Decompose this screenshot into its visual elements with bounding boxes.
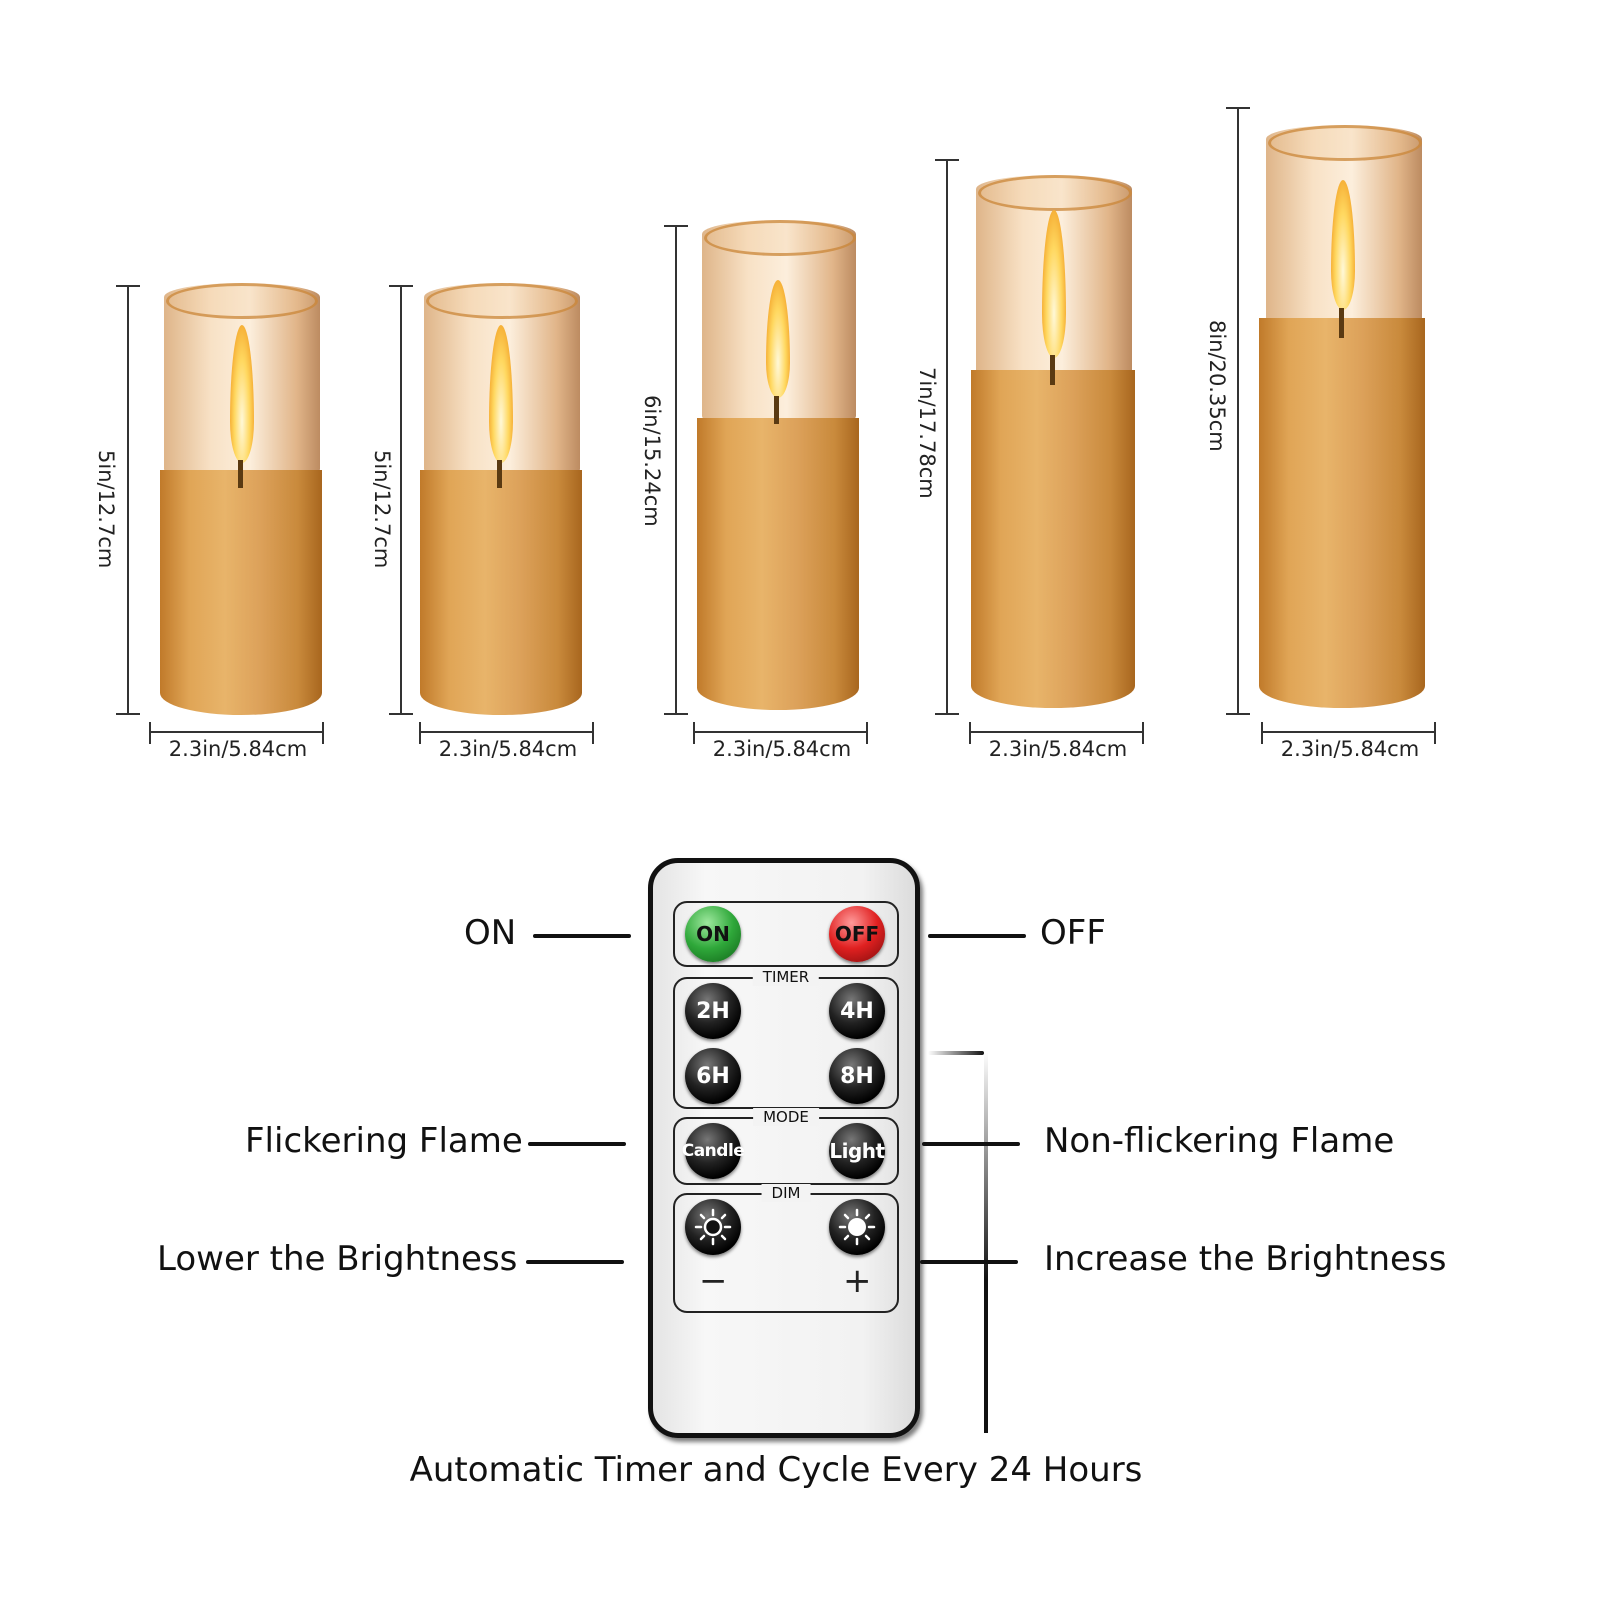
callout-line-on [533, 934, 631, 938]
callout-line-timer [928, 1051, 984, 1055]
height-label: 6in/15.24cm [640, 395, 664, 527]
timer-bracket-line [984, 1051, 988, 1433]
height-dimension-line [1237, 108, 1239, 714]
dimension-tick [322, 722, 324, 744]
sun-dim-icon [694, 1208, 732, 1246]
glass-rim [978, 175, 1132, 211]
power-panel: ON OFF [673, 901, 899, 967]
callout-off: OFF [1040, 913, 1106, 953]
glass-rim [1268, 125, 1422, 161]
timer-panel: TIMER 2H 4H 6H 8H [673, 968, 899, 1109]
glass-rim [166, 283, 318, 319]
width-dimension-line [420, 731, 594, 733]
dim-title: DIM [761, 1184, 811, 1202]
dimension-tick [935, 713, 959, 715]
dimension-tick [1434, 722, 1436, 744]
height-dimension-line [127, 286, 129, 714]
width-label: 2.3in/5.84cm [988, 737, 1128, 761]
dimension-tick [664, 713, 688, 715]
wick [1050, 355, 1055, 385]
dim-down-button[interactable] [685, 1199, 741, 1255]
sun-bright-icon [838, 1208, 876, 1246]
callout-line-non-flickering [922, 1142, 1020, 1146]
dim-up-button[interactable] [829, 1199, 885, 1255]
on-button[interactable]: ON [685, 906, 741, 962]
wax-body [420, 470, 582, 715]
candle-mode-button[interactable]: Candle [682, 1123, 745, 1179]
width-label: 2.3in/5.84cm [168, 737, 308, 761]
dimension-tick [1142, 722, 1144, 744]
width-label: 2.3in/5.84cm [712, 737, 852, 761]
height-dimension-line [400, 286, 402, 714]
wick [1339, 308, 1344, 338]
dimension-tick [592, 722, 594, 744]
off-button[interactable]: OFF [829, 906, 885, 962]
height-dimension-line [946, 160, 948, 714]
mode-panel: MODE Candle Light [673, 1108, 899, 1185]
callout-line-lower [526, 1260, 624, 1264]
dimension-tick [664, 225, 688, 227]
wax-body [160, 470, 322, 715]
dimension-tick [693, 722, 695, 744]
timer-title: TIMER [752, 968, 820, 986]
width-dimension-line [970, 731, 1144, 733]
wax-body [1259, 318, 1425, 708]
callout-line-increase [920, 1260, 1018, 1264]
height-label: 5in/12.7cm [94, 450, 118, 569]
dimension-tick [149, 722, 151, 744]
dim-panel: DIM − [673, 1184, 899, 1313]
dimension-tick [116, 285, 140, 287]
dimension-tick [419, 722, 421, 744]
width-label: 2.3in/5.84cm [1280, 737, 1420, 761]
wick [497, 460, 502, 488]
callout-flickering: Flickering Flame [245, 1121, 523, 1161]
dimension-tick [1261, 722, 1263, 744]
mode-title: MODE [753, 1108, 819, 1126]
wax-body [971, 370, 1135, 708]
dimension-tick [116, 713, 140, 715]
glass-rim [426, 283, 578, 319]
dimension-tick [389, 713, 413, 715]
dimension-tick [969, 722, 971, 744]
timer-8h-button[interactable]: 8H [829, 1048, 885, 1104]
height-label: 8in/20.35cm [1205, 320, 1229, 452]
wick [774, 396, 779, 424]
dimension-tick [935, 159, 959, 161]
width-label: 2.3in/5.84cm [438, 737, 578, 761]
wax-body [697, 418, 859, 710]
width-dimension-line [1262, 731, 1436, 733]
callout-lower-brightness: Lower the Brightness [157, 1239, 518, 1279]
callout-increase-brightness: Increase the Brightness [1044, 1239, 1447, 1279]
timer-4h-button[interactable]: 4H [829, 983, 885, 1039]
plus-sign: + [843, 1261, 872, 1301]
wick [238, 460, 243, 488]
dimension-tick [1226, 713, 1250, 715]
timer-2h-button[interactable]: 2H [685, 983, 741, 1039]
callout-non-flickering: Non-flickering Flame [1044, 1121, 1395, 1161]
callout-on: ON [464, 913, 517, 953]
remote-control: ON OFF TIMER 2H 4H 6H 8H MODE Candle Lig… [648, 858, 920, 1438]
minus-sign: − [699, 1261, 728, 1301]
dimension-tick [389, 285, 413, 287]
width-dimension-line [694, 731, 868, 733]
height-label: 5in/12.7cm [370, 450, 394, 569]
callout-line-flickering [528, 1142, 626, 1146]
callout-line-off [928, 934, 1026, 938]
footer-caption: Automatic Timer and Cycle Every 24 Hours [409, 1450, 1143, 1490]
dimension-tick [1226, 107, 1250, 109]
height-dimension-line [675, 226, 677, 714]
timer-6h-button[interactable]: 6H [685, 1048, 741, 1104]
glass-rim [704, 220, 856, 256]
width-dimension-line [150, 731, 324, 733]
light-mode-button[interactable]: Light [829, 1123, 885, 1179]
dimension-tick [866, 722, 868, 744]
height-label: 7in/17.78cm [915, 367, 939, 499]
